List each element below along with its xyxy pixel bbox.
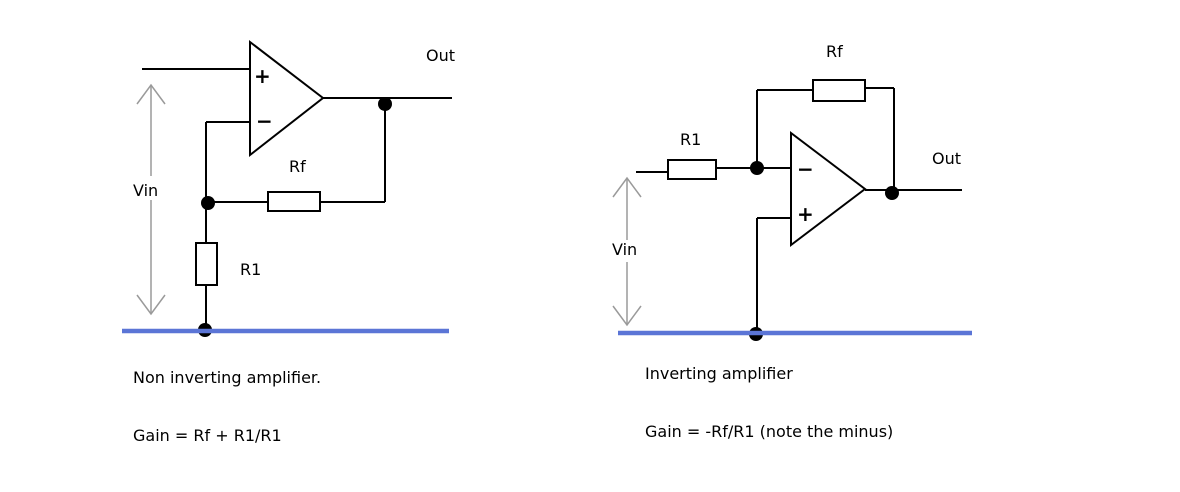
output-node: [885, 186, 899, 200]
rf-label: Rf: [289, 157, 306, 176]
junction-node: [201, 196, 215, 210]
out-label: Out: [932, 149, 961, 168]
vin-label-background: [610, 240, 646, 262]
out-label: Out: [426, 46, 455, 65]
rf-resistor: [812, 79, 866, 102]
op-amp: [790, 130, 867, 248]
caption: Inverting amplifier: [645, 364, 793, 383]
vin-label: Vin: [612, 240, 637, 259]
vin-label-background: [130, 176, 166, 200]
r1-resistor: [195, 242, 218, 286]
op-amp: [249, 39, 325, 158]
non-inverting-circuit: + − Out Rf R1 Vin Non inverting amplifie: [122, 39, 455, 445]
rf-resistor: [267, 191, 321, 212]
minus-terminal-sign: −: [797, 157, 814, 181]
plus-terminal-sign: +: [797, 202, 814, 226]
gain-formula: Gain = Rf + R1/R1: [133, 426, 282, 445]
r1-resistor: [667, 159, 717, 180]
rf-label: Rf: [826, 42, 843, 61]
gain-formula: Gain = -Rf/R1 (note the minus): [645, 422, 893, 441]
r1-label: R1: [680, 130, 701, 149]
caption: Non inverting amplifier.: [133, 368, 321, 387]
vin-label: Vin: [133, 181, 158, 200]
minus-terminal-sign: −: [256, 109, 273, 133]
inverting-circuit: − + R1 Rf Out Vin Inverting am: [610, 42, 972, 441]
r1-label: R1: [240, 260, 261, 279]
plus-terminal-sign: +: [254, 64, 271, 88]
